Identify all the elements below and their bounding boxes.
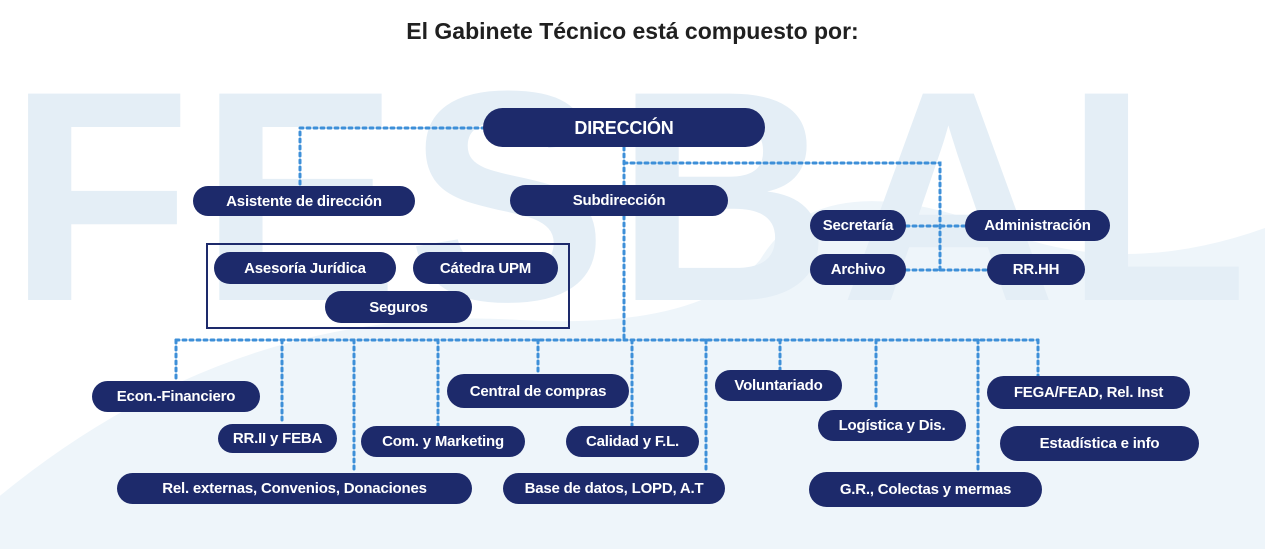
node-logistica-dis: Logística y Dis. <box>818 410 966 441</box>
connector-direccion-admin <box>622 161 942 272</box>
node-asistente-direccion: Asistente de dirección <box>193 186 415 216</box>
node-asesoria-juridica: Asesoría Jurídica <box>214 252 396 284</box>
node-rrhh: RR.HH <box>987 254 1085 285</box>
node-rel-externas: Rel. externas, Convenios, Donaciones <box>117 473 472 504</box>
node-seguros: Seguros <box>325 291 472 323</box>
advisory-group-box <box>206 243 570 329</box>
node-calidad-fl: Calidad y F.L. <box>566 426 699 457</box>
node-com-marketing: Com. y Marketing <box>361 426 525 457</box>
node-administracion: Administración <box>965 210 1110 241</box>
node-gr-colectas: G.R., Colectas y mermas <box>809 472 1042 507</box>
node-secretaria: Secretaría <box>810 210 906 241</box>
node-subdireccion: Subdirección <box>510 185 728 216</box>
node-estadistica-info: Estadística e info <box>1000 426 1199 461</box>
node-direccion: DIRECCIÓN <box>483 108 765 147</box>
node-fega-fead: FEGA/FEAD, Rel. Inst <box>987 376 1190 409</box>
node-econ-financiero: Econ.-Financiero <box>92 381 260 412</box>
node-archivo: Archivo <box>810 254 906 285</box>
node-rrii-feba: RR.II y FEBA <box>218 424 337 453</box>
node-base-datos: Base de datos, LOPD, A.T <box>503 473 725 504</box>
node-central-compras: Central de compras <box>447 374 629 408</box>
node-catedra-upm: Cátedra UPM <box>413 252 558 284</box>
page-title: El Gabinete Técnico está compuesto por: <box>406 18 859 44</box>
connector-direccion-asistente <box>298 126 487 188</box>
node-voluntariado: Voluntariado <box>715 370 842 401</box>
